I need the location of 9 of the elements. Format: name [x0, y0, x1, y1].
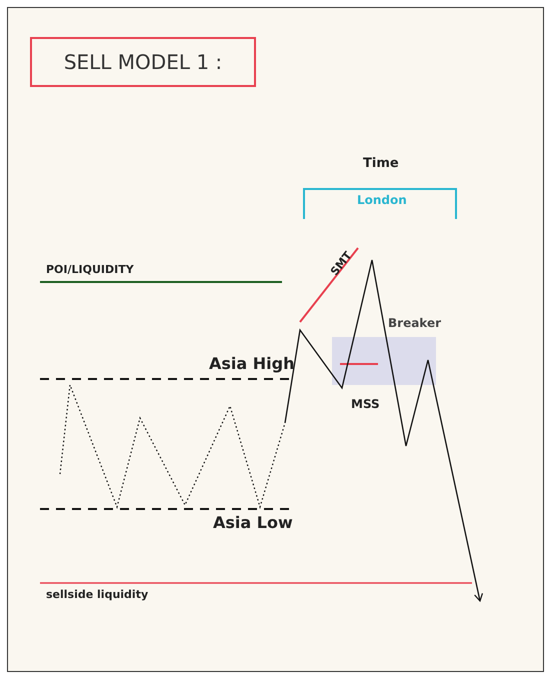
level-label: sellside liquidity: [46, 588, 148, 601]
level-label: POI/LIQUIDITY: [46, 263, 134, 276]
level-label: Asia Low: [213, 513, 293, 532]
breaker-label: Breaker: [388, 316, 442, 330]
time-label: Time: [363, 156, 399, 171]
mss-label: MSS: [351, 397, 380, 411]
level-label: Asia High: [209, 354, 294, 373]
session-label: London: [357, 193, 407, 207]
title-heading: SELL MODEL 1 :: [30, 37, 256, 87]
